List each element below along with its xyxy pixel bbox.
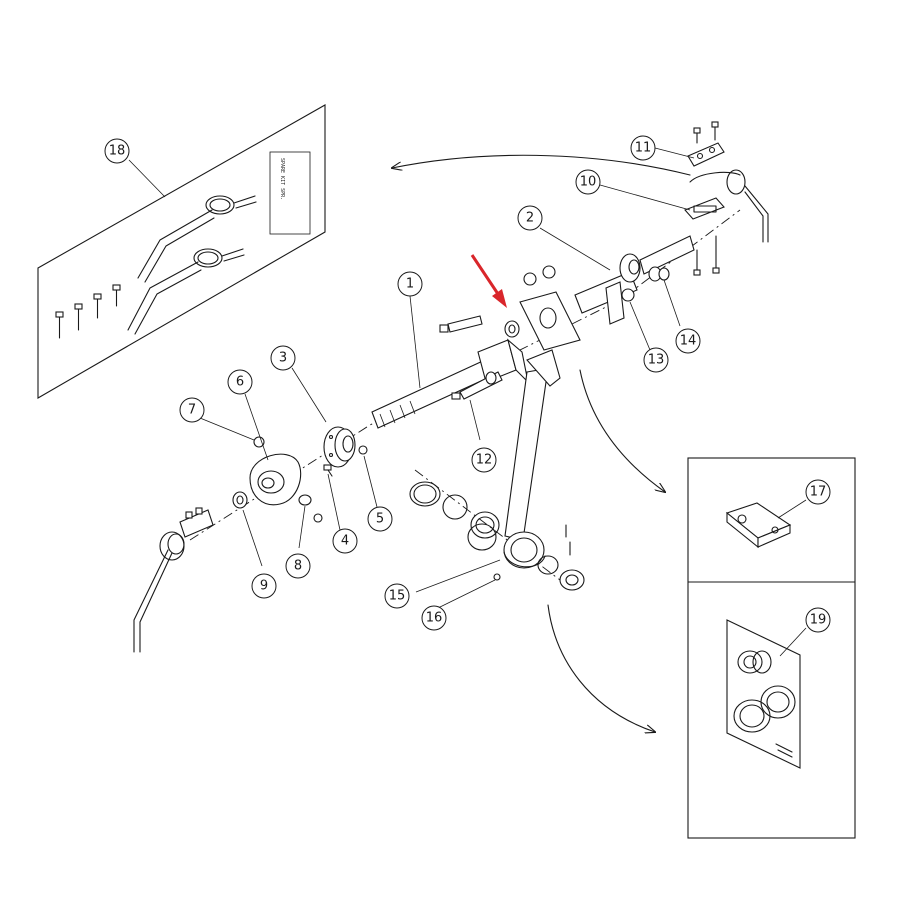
washer-part-13 xyxy=(621,288,635,302)
callout-label: 15 xyxy=(389,589,406,604)
callout-8: 8 xyxy=(285,553,311,579)
plate-part-10 xyxy=(684,197,725,220)
washer-part-8 xyxy=(298,494,312,506)
callouts: 1 2 3 4 5 6 7 8 9 10 11 12 13 14 15 16 1… xyxy=(104,135,831,633)
callout-label: 18 xyxy=(109,144,126,159)
callout-16: 16 xyxy=(421,605,447,631)
callout-label: 11 xyxy=(635,141,652,156)
grease-nipple-part-16 xyxy=(493,573,501,581)
bracket-part xyxy=(477,338,529,384)
flow-arrow xyxy=(392,154,691,176)
callout-14: 14 xyxy=(675,328,701,354)
spring-tine-assembly xyxy=(133,507,214,653)
flange-part-3 xyxy=(323,426,356,468)
callout-10: 10 xyxy=(575,169,601,195)
flow-arrow xyxy=(547,604,655,732)
callout-15: 15 xyxy=(384,583,410,609)
nut-part-5 xyxy=(358,445,368,455)
callout-7: 7 xyxy=(179,397,205,423)
callout-label: 4 xyxy=(341,534,349,549)
callout-18: 18 xyxy=(104,138,130,164)
housing-part-6 xyxy=(249,453,302,506)
callout-17: 17 xyxy=(805,479,831,505)
bolt-set-icon xyxy=(55,284,121,339)
callout-label: 3 xyxy=(279,351,287,366)
bolt-part xyxy=(693,121,720,276)
washer-part xyxy=(485,371,497,385)
callout-label: 1 xyxy=(406,277,414,292)
callout-label: 14 xyxy=(680,334,697,349)
bolt-part-4 xyxy=(323,464,333,477)
bearing-icon xyxy=(733,650,796,758)
seal-ring-icon xyxy=(409,481,500,551)
callout-label: 7 xyxy=(188,403,196,418)
callout-label: 5 xyxy=(376,512,384,527)
callout-19: 19 xyxy=(805,607,831,633)
nut-part xyxy=(542,265,556,279)
kit-panel-17-19 xyxy=(687,457,856,839)
spring-tine-icon xyxy=(127,248,245,335)
callout-label: 17 xyxy=(810,485,827,500)
callout-label: 12 xyxy=(476,453,493,468)
callout-label: 19 xyxy=(810,613,827,628)
spring-tine-icon xyxy=(137,195,257,283)
bushing-part xyxy=(504,291,581,351)
callout-12: 12 xyxy=(471,447,497,473)
washer-part-9 xyxy=(232,491,248,509)
callout-4: 4 xyxy=(332,528,358,554)
flow-arrow xyxy=(579,369,665,492)
arm-part-15 xyxy=(503,349,561,569)
leader-lines xyxy=(128,147,807,657)
callout-13: 13 xyxy=(643,347,669,373)
bearing-cap-icon xyxy=(537,524,585,591)
nut-part xyxy=(523,272,537,286)
callout-3: 3 xyxy=(270,345,296,371)
shaft-part-2 xyxy=(574,235,695,325)
callout-11: 11 xyxy=(630,135,656,161)
highlight-arrow xyxy=(470,254,507,308)
callout-label: 6 xyxy=(236,375,244,390)
callout-label: 13 xyxy=(648,353,665,368)
callout-2: 2 xyxy=(517,205,543,231)
callout-6: 6 xyxy=(227,369,253,395)
nut-part-8 xyxy=(313,513,323,523)
kit-panel-label: SPARE KIT SPR. xyxy=(279,158,285,200)
callout-1: 1 xyxy=(397,271,423,297)
callout-label: 16 xyxy=(426,611,443,626)
callout-label: 9 xyxy=(260,579,268,594)
grease-nipple-part-7 xyxy=(253,436,265,448)
callout-5: 5 xyxy=(367,506,393,532)
plate-block-icon xyxy=(725,502,792,549)
plate-part-11 xyxy=(687,142,769,243)
callout-label: 8 xyxy=(294,559,302,574)
callout-9: 9 xyxy=(251,573,277,599)
kit-panel-18: SPARE KIT SPR. xyxy=(37,104,326,399)
callout-label: 10 xyxy=(580,175,597,190)
callout-label: 2 xyxy=(526,211,534,226)
